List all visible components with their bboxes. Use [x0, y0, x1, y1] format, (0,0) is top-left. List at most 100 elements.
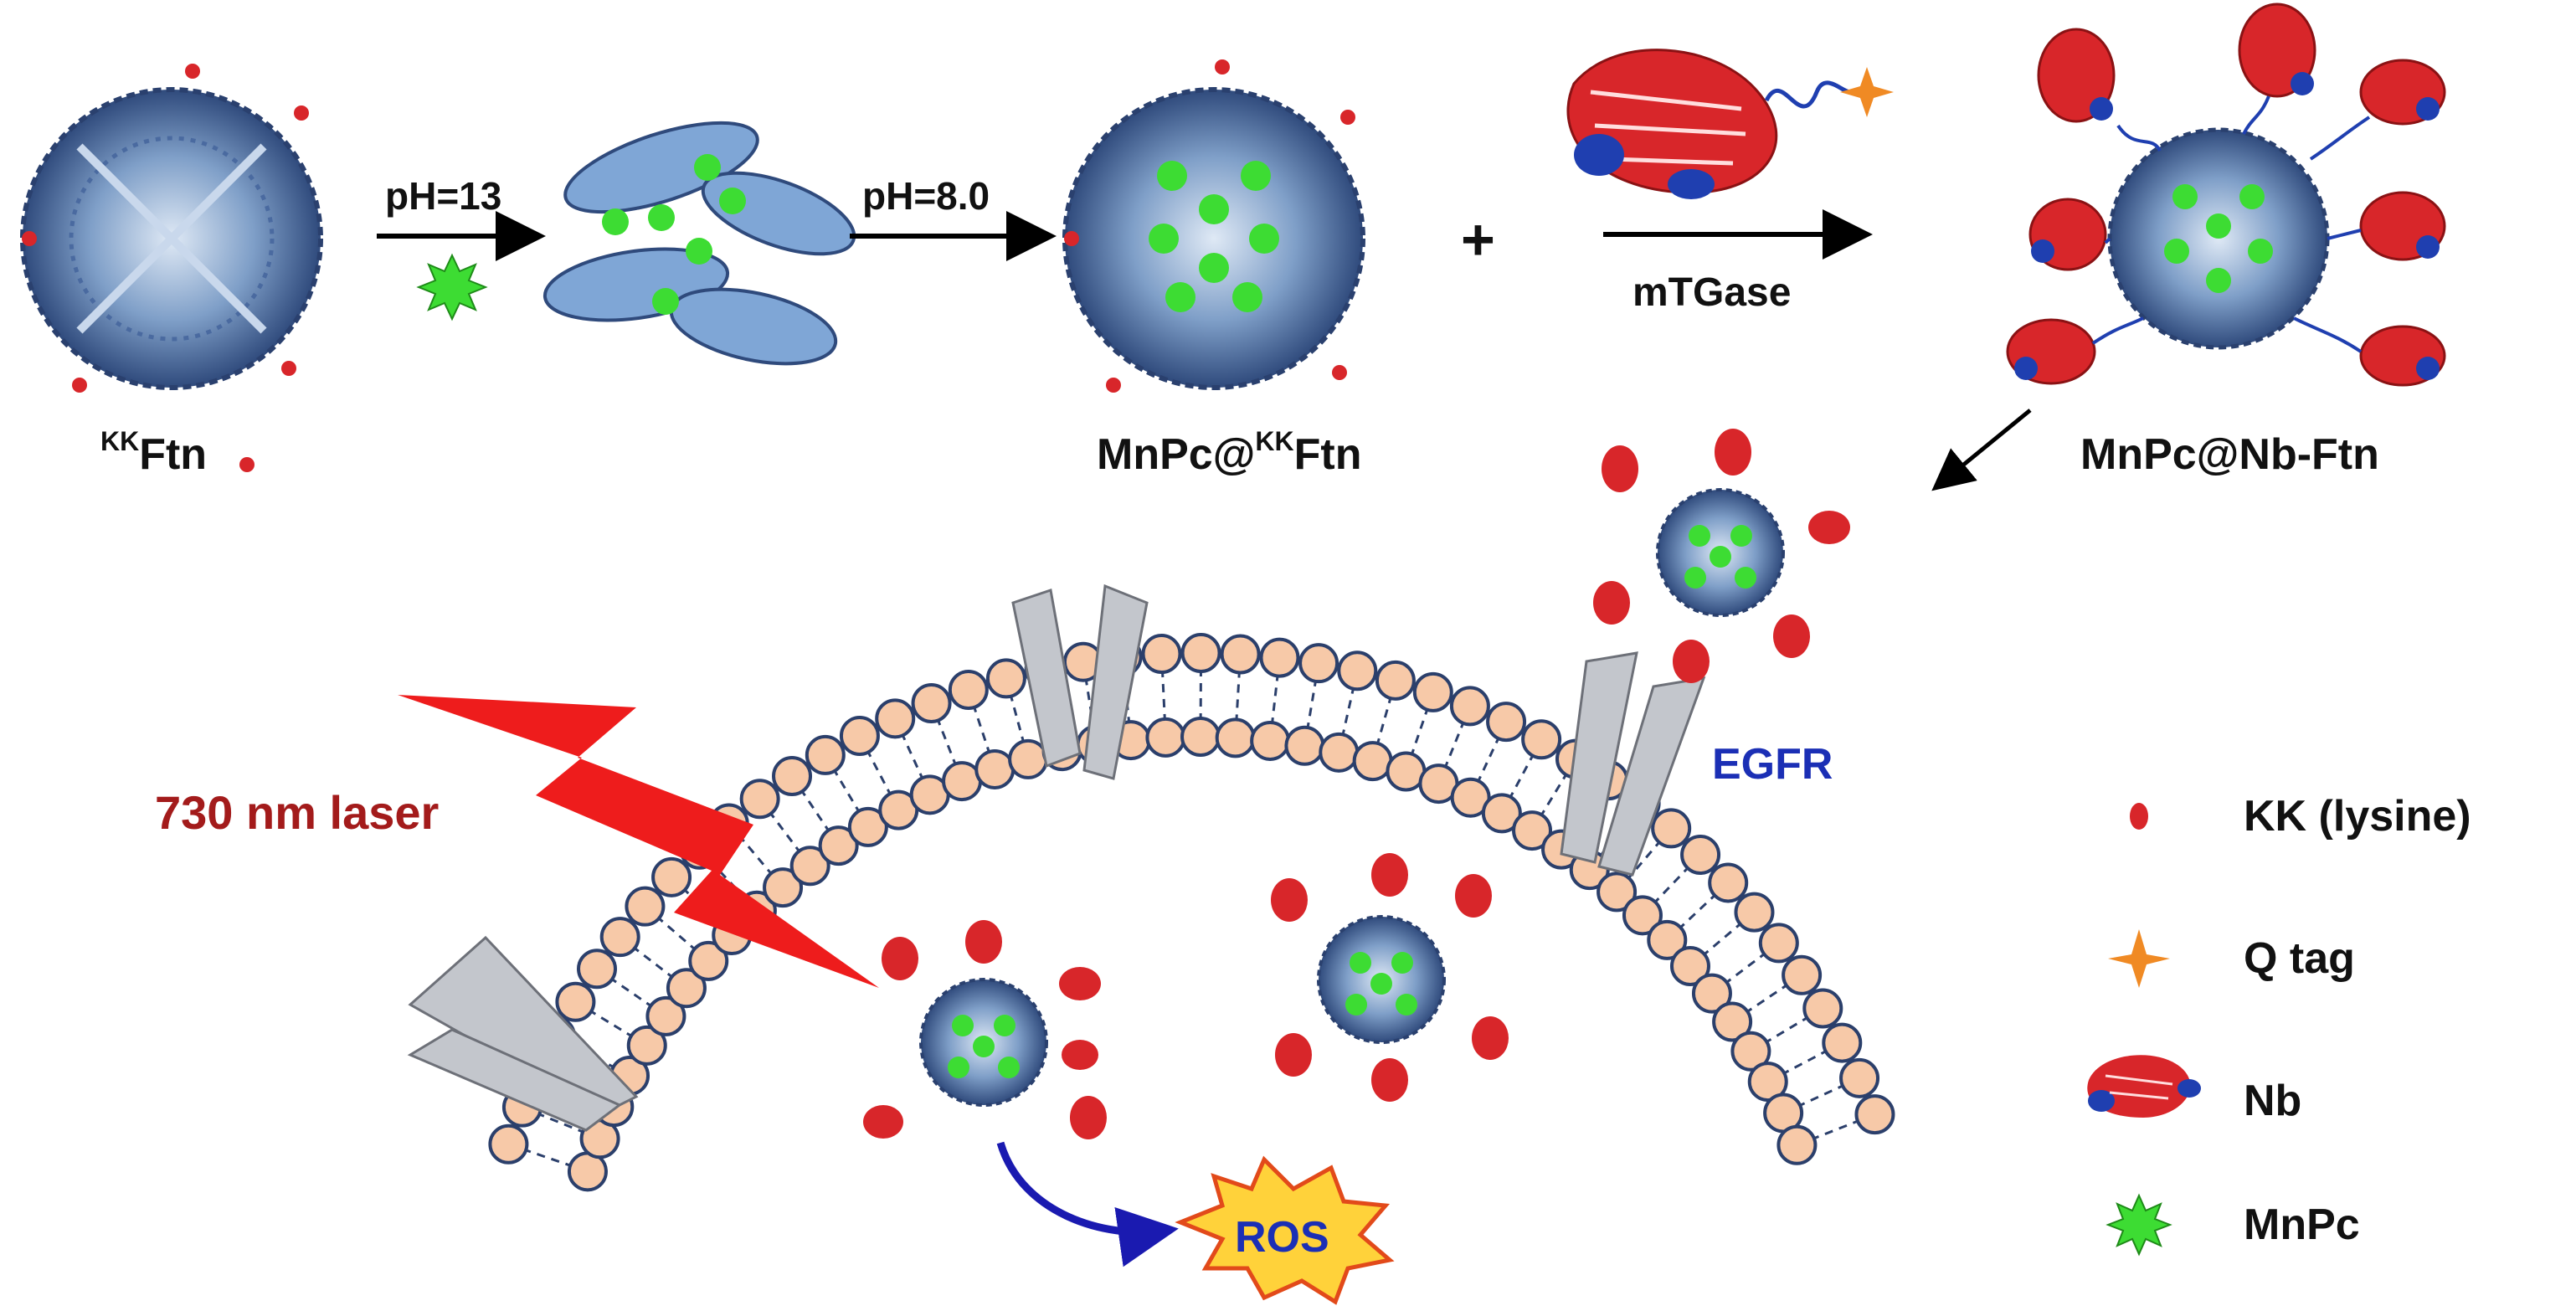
mnpc-kk-ftn-label: MnPc@KKFtn: [1097, 426, 1361, 479]
lipid-head: [577, 949, 618, 990]
q-tag-star-icon: [2108, 929, 2170, 988]
nb-ftn-particle: [1271, 853, 1509, 1102]
lipid-head: [948, 669, 989, 710]
lipid-head: [1298, 643, 1339, 684]
legend-label-lysine: KK (lysine): [2244, 792, 2471, 841]
lipid-head: [625, 886, 666, 927]
lysine-dot: [239, 457, 255, 472]
lipid-head: [739, 779, 780, 820]
lysine-dot: [281, 361, 296, 376]
lipid-head: [1220, 634, 1261, 675]
lipid-head: [1180, 717, 1221, 758]
lipid-head: [1758, 923, 1799, 964]
lipid-head: [1521, 719, 1562, 760]
lipid-head: [1708, 862, 1749, 903]
laser-label: 730 nm laser: [155, 786, 439, 839]
lipid-head: [1250, 720, 1291, 761]
lipid-head: [1802, 988, 1843, 1029]
kk-ftn-label: KKFtn: [100, 426, 207, 479]
ph13-label: pH=13: [385, 174, 501, 218]
lipid-head: [1712, 1001, 1753, 1042]
lipid-head: [1822, 1022, 1863, 1063]
lipid-head: [1008, 738, 1049, 779]
lipid-head: [763, 867, 804, 908]
lipid-head: [805, 734, 846, 775]
lipid-head: [1486, 702, 1527, 743]
lipid-head: [651, 856, 692, 897]
lipid-head: [1680, 835, 1721, 876]
lipid-head: [839, 716, 880, 757]
lipid-head: [1647, 919, 1688, 960]
lipid-head: [1412, 671, 1453, 712]
lipid-head: [1450, 777, 1491, 818]
lipid-head: [1481, 793, 1522, 834]
lipid-head: [1259, 637, 1300, 678]
legend-label-qtag: Q tag: [2244, 934, 2355, 983]
lipid-head: [1776, 1124, 1818, 1165]
lipid-head: [1449, 686, 1490, 727]
lipid-head: [875, 698, 916, 739]
lipid-head: [1622, 895, 1663, 936]
lipid-head: [626, 1025, 667, 1066]
lipid-head: [1145, 717, 1186, 758]
legend: KK (lysine) Q tag Nb MnPc: [2087, 792, 2471, 1257]
ros-label: ROS: [1235, 1213, 1329, 1262]
lipid-head: [772, 756, 813, 797]
mnpc-burst-icon: [416, 253, 488, 321]
egfr-receptor: [1011, 584, 1149, 780]
lipid-head: [1141, 634, 1182, 675]
lysine-dot: [185, 64, 200, 79]
mtgase-label: mTGase: [1632, 270, 1791, 315]
nanobody-icon: [2087, 1055, 2201, 1118]
lipid-head: [847, 806, 888, 847]
lipid-head: [1839, 1057, 1880, 1098]
lipid-head: [1854, 1094, 1895, 1135]
lipid-head: [1730, 1031, 1771, 1072]
legend-label-nb: Nb: [2244, 1077, 2301, 1125]
kk-ftn-cage: [20, 64, 323, 472]
lipid-head: [1337, 650, 1378, 692]
lipid-head: [1215, 717, 1256, 758]
lipid-head: [1734, 892, 1775, 933]
nanobody-qtag: [1566, 49, 1894, 199]
lipid-head: [599, 917, 640, 958]
legend-label-mnpc: MnPc: [2244, 1201, 2360, 1249]
mnpc-nb-ftn-cage: [2006, 3, 2446, 387]
lipid-head: [666, 968, 707, 1009]
lipid-head: [555, 981, 596, 1022]
nb-ftn-particle: [1593, 429, 1850, 683]
lipid-head: [1597, 872, 1638, 913]
lysine-dot: [72, 378, 87, 393]
lipid-head: [1669, 946, 1710, 987]
lipid-head: [974, 748, 1015, 789]
cell-membrane: [488, 633, 1895, 1192]
nb-ftn-particle: [863, 920, 1107, 1139]
lipid-head: [1782, 954, 1823, 995]
mnpc-nb-ftn-label: MnPc@Nb-Ftn: [2080, 430, 2379, 479]
lipid-head: [1352, 741, 1393, 782]
lipid-head: [688, 940, 729, 981]
egfr-label: EGFR: [1712, 740, 1833, 789]
lipid-head: [1284, 725, 1325, 766]
mnpc-kk-ftn-cage: [1062, 59, 1365, 393]
lysine-dot-icon: [2130, 803, 2148, 830]
egfr-receptor: [407, 935, 639, 1132]
lipid-head: [818, 825, 859, 866]
lipid-head: [1691, 973, 1732, 1014]
lysine-dot: [294, 105, 309, 121]
lipid-head: [985, 658, 1026, 699]
lipid-head: [1375, 660, 1416, 701]
ph8-label: pH=8.0: [862, 174, 990, 218]
lipid-head: [789, 846, 830, 887]
lipid-head: [1180, 633, 1221, 674]
lipid-head: [645, 995, 686, 1036]
mnpc-burst-icon: [2106, 1193, 2172, 1257]
ros-arrow: [996, 1141, 1179, 1267]
binding-arrow: [1931, 409, 2032, 491]
lipid-head: [488, 1123, 529, 1165]
lysine-dot: [22, 231, 37, 246]
lipid-head: [1651, 808, 1692, 849]
ros-burst: [1175, 1155, 1395, 1305]
lipid-head: [1512, 810, 1553, 851]
